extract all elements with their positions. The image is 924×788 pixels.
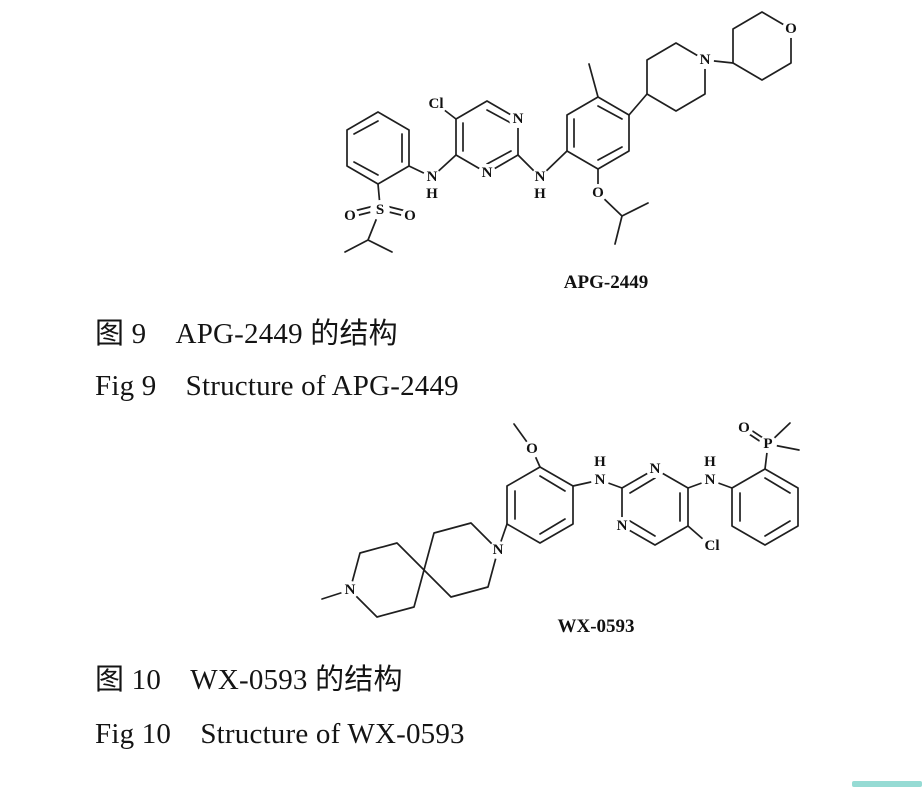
atom-n-icon: N	[700, 52, 711, 68]
apg-2449-atom-masks	[341, 20, 800, 225]
atom-h-icon: H	[594, 454, 606, 470]
teal-highlight-artifact	[852, 781, 922, 787]
figure-9-caption-en: Fig 9 Structure of APG-2449	[95, 370, 459, 402]
atom-n-icon: N	[513, 111, 524, 127]
atom-p-icon: P	[763, 436, 772, 452]
figure-10-caption-en: Fig 10 Structure of WX-0593	[95, 718, 465, 750]
atom-o-icon: O	[526, 441, 538, 457]
atom-s-icon: S	[376, 202, 384, 218]
atom-n-icon: N	[345, 582, 356, 598]
atom-n-icon: N	[705, 472, 716, 488]
atom-n-icon: N	[493, 542, 504, 558]
figure-10-caption-zh: 图 10 WX-0593 的结构	[95, 664, 403, 696]
figure-9-caption-zh: 图 9 APG-2449 的结构	[95, 318, 398, 350]
atom-o-icon: O	[592, 185, 604, 201]
atom-cl-icon: Cl	[429, 96, 444, 112]
atom-n-icon: N	[535, 169, 546, 185]
wx-0593-atom-masks	[341, 419, 777, 599]
wx-0593-bonds	[321, 422, 800, 618]
wx-0593-atom-labels: N N O H N N N Cl H N O P	[345, 420, 773, 598]
atom-o-icon: O	[344, 208, 356, 224]
atom-o-icon: O	[738, 420, 750, 436]
atom-h-icon: H	[534, 186, 546, 202]
compound-label-wx-0593: WX-0593	[557, 616, 634, 637]
atom-h-icon: H	[426, 186, 438, 202]
atom-n-icon: N	[617, 518, 628, 534]
atom-h-icon: H	[704, 454, 716, 470]
atom-n-icon: N	[482, 165, 493, 181]
atom-n-icon: N	[650, 461, 661, 477]
compound-label-apg-2449: APG-2449	[564, 272, 648, 293]
atom-o-icon: O	[404, 208, 416, 224]
structure-wx-0593: N N O H N N N Cl H N O P WX-0593	[321, 419, 800, 637]
atom-n-icon: N	[595, 472, 606, 488]
atom-o-icon: O	[785, 21, 797, 37]
atom-cl-icon: Cl	[705, 538, 720, 554]
structure-apg-2449: Cl N H N N N H O S O O N O APG-2449	[341, 11, 800, 293]
apg-2449-atom-labels: Cl N H N N N H O S O O N O	[344, 21, 797, 224]
atom-n-icon: N	[427, 169, 438, 185]
